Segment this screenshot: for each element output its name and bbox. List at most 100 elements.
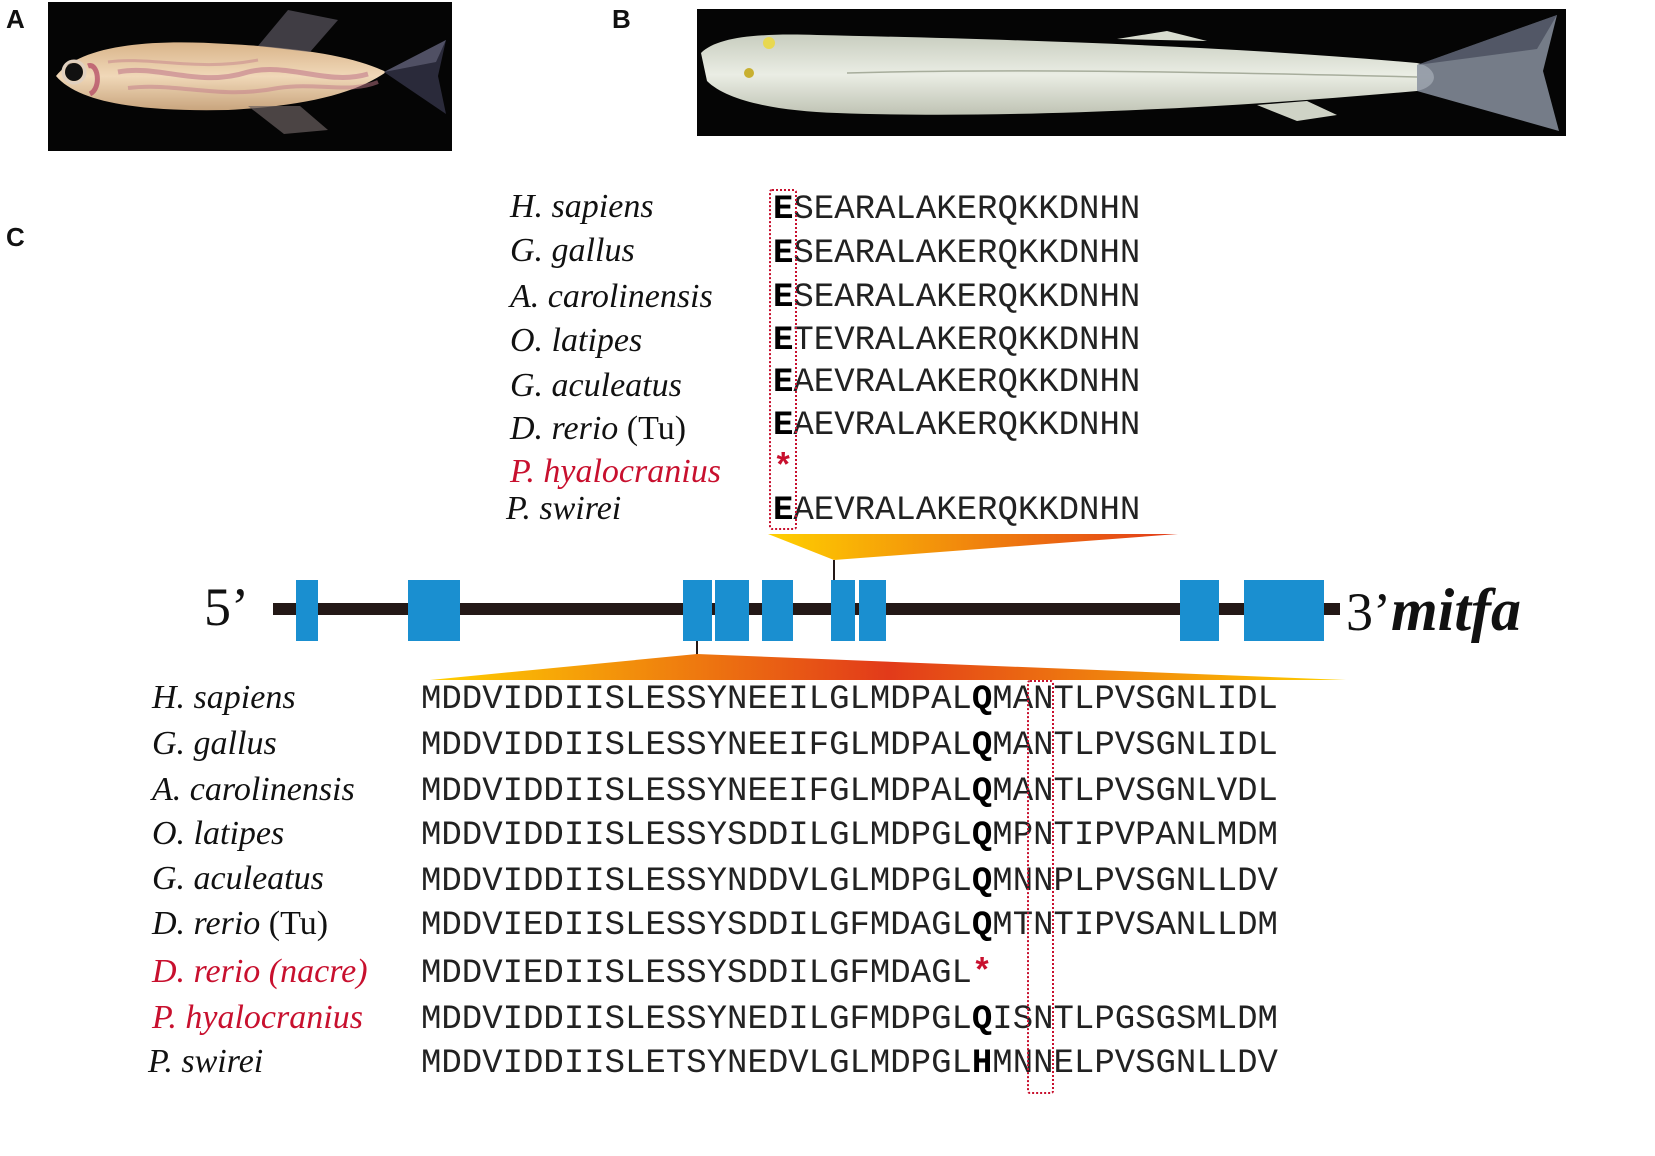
sequence-text: MPNTIPVPANLMDM: [992, 817, 1278, 855]
sequence-row: ETEVRALAKERQKKDNHN: [773, 322, 1140, 360]
highlighted-residue: E: [773, 407, 794, 445]
highlighted-residue: Q: [971, 773, 993, 811]
sequence-text: MDDVIDDIISLESSYNEDILGFMDPGL: [421, 1001, 972, 1039]
sequence-text: AEVRALAKERQKKDNHN: [793, 492, 1141, 530]
sequence-row: MDDVIDDIISLESSYSDDILGLMDPGLQMPNTIPVPANLM…: [421, 817, 1278, 855]
sequence-text: MDDVIDDIISLESSYNEEIFGLMDPAL: [421, 727, 972, 765]
exon-3: [683, 580, 712, 641]
sequence-text: MNNPLPVSGNLLDV: [992, 863, 1278, 901]
highlighted-residue: Q: [971, 863, 993, 901]
species-label: A. carolinensis: [152, 771, 355, 809]
highlighted-residue: Q: [971, 817, 993, 855]
sequence-row: MDDVIDDIISLESSYNEEIFGLMDPALQMANTLPVSGNLI…: [421, 727, 1278, 765]
species-name: P. hyalocranius: [152, 999, 363, 1036]
species-label: G. aculeatus: [152, 860, 324, 898]
exon-7: [859, 580, 886, 641]
exon-4: [715, 580, 749, 641]
exon-6: [831, 580, 855, 641]
sequence-text: MANTLPVSGNLVDL: [992, 773, 1278, 811]
species-label: O. latipes: [510, 322, 642, 360]
exon-1: [296, 580, 318, 641]
cavefish-illustration: [701, 15, 1559, 131]
exon-5: [762, 580, 793, 641]
stop-codon-marker: *: [971, 955, 993, 993]
sequence-text: MDDVIDDIISLESSYSDDILGLMDPGL: [421, 817, 972, 855]
sequence-row: ESEARALAKERQKKDNHN: [773, 235, 1140, 273]
species-name: A. carolinensis: [152, 771, 355, 808]
sequence-text: MDDVIDDIISLETSYNEDVLGLMDPGL: [421, 1045, 972, 1083]
five-prime-label: 5’: [204, 577, 249, 637]
sequence-row: EAEVRALAKERQKKDNHN: [773, 364, 1140, 402]
sequence-text: MTNTIPVSANLLDM: [992, 907, 1278, 945]
panel-label-a: A: [6, 4, 25, 34]
species-label: D. rerio (Tu): [152, 905, 328, 943]
highlighted-residue: E: [773, 364, 794, 402]
exon-9: [1244, 580, 1324, 641]
intron-line: [273, 603, 1340, 615]
sequence-text: SEARALAKERQKKDNHN: [793, 191, 1141, 229]
three-prime-label: 3’mitfa: [1346, 576, 1521, 645]
sequence-text: MDDVIDDIISLESSYNEEIFGLMDPAL: [421, 773, 972, 811]
species-name: O. latipes: [510, 322, 643, 359]
species-label: P. swirei: [506, 490, 621, 528]
species-label: H. sapiens: [510, 188, 654, 226]
sequence-text: MDDVIDDIISLESSYNDDVLGLMDPGL: [421, 863, 972, 901]
species-name: P. swirei: [148, 1043, 264, 1080]
sequence-row: MDDVIEDIISLESSYSDDILGFMDAGL*: [421, 955, 992, 993]
sequence-row: MDDVIDDIISLESSYNEDILGFMDPGLQISNTLPGSGSML…: [421, 1001, 1278, 1039]
stop-codon-marker: *: [773, 450, 794, 488]
species-label: P. hyalocranius: [152, 999, 363, 1037]
sequence-row: *: [773, 450, 793, 488]
bottom-zoom-wedge: [430, 654, 1346, 680]
gene-structure: [273, 534, 1346, 680]
species-label: A. carolinensis: [510, 278, 713, 316]
species-name: O. latipes: [152, 815, 285, 852]
sequence-row: EAEVRALAKERQKKDNHN: [773, 492, 1140, 530]
sequence-row: MDDVIDDIISLESSYNEEILGLMDPALQMANTLPVSGNLI…: [421, 681, 1278, 719]
sequence-text: MDDVIEDIISLESSYSDDILGFMDAGL: [421, 907, 972, 945]
highlighted-residue: Q: [971, 907, 993, 945]
sequence-text: ISNTLPGSGSMLDM: [992, 1001, 1278, 1039]
sequence-text: SEARALAKERQKKDNHN: [793, 279, 1141, 317]
sequence-row: ESEARALAKERQKKDNHN: [773, 279, 1140, 317]
species-label: G. aculeatus: [510, 367, 682, 405]
sequence-row: MDDVIDDIISLESSYNEEIFGLMDPALQMANTLPVSGNLV…: [421, 773, 1278, 811]
exon-2: [408, 580, 460, 641]
species-label: G. gallus: [152, 725, 277, 763]
strain-label: (Tu): [268, 905, 329, 942]
species-name: H. sapiens: [152, 679, 296, 716]
species-label: D. rerio (Tu): [510, 410, 686, 448]
highlighted-residue: E: [773, 191, 794, 229]
sequence-row: MDDVIDDIISLETSYNEDVLGLMDPGLHMNNELPVSGNLL…: [421, 1045, 1278, 1083]
highlighted-residue: Q: [971, 1001, 993, 1039]
sequence-text: MANTLPVSGNLIDL: [992, 681, 1278, 719]
sequence-text: MDDVIDDIISLESSYNEEILGLMDPAL: [421, 681, 972, 719]
highlighted-residue: Q: [971, 681, 993, 719]
sequence-text: MDDVIEDIISLESSYSDDILGFMDAGL: [421, 955, 972, 993]
top-zoom-wedge: [768, 534, 1178, 560]
sequence-text: AEVRALAKERQKKDNHN: [793, 364, 1141, 402]
highlighted-residue: E: [773, 322, 794, 360]
three-prime-text: 3’: [1346, 582, 1391, 642]
sequence-row: EAEVRALAKERQKKDNHN: [773, 407, 1140, 445]
species-name: P. swirei: [506, 490, 622, 527]
sequence-row: ESEARALAKERQKKDNHN: [773, 191, 1140, 229]
sequence-row: MDDVIEDIISLESSYSDDILGFMDAGLQMTNTIPVSANLL…: [421, 907, 1278, 945]
cavefish-photo: [697, 9, 1566, 136]
highlighted-residue: E: [773, 235, 794, 273]
highlighted-residue: E: [773, 492, 794, 530]
highlighted-residue: E: [773, 279, 794, 317]
panel-label-c: C: [6, 222, 25, 252]
species-label: D. rerio (nacre): [152, 953, 368, 991]
exon-8: [1180, 580, 1219, 641]
sequence-row: MDDVIDDIISLESSYNDDVLGLMDPGLQMNNPLPVSGNLL…: [421, 863, 1278, 901]
sequence-text: SEARALAKERQKKDNHN: [793, 235, 1141, 273]
highlighted-residue: Q: [971, 727, 993, 765]
zebrafish-illustration: [56, 10, 446, 134]
species-label: H. sapiens: [152, 679, 296, 717]
sequence-text: TEVRALAKERQKKDNHN: [793, 322, 1141, 360]
species-name: G. gallus: [152, 725, 277, 762]
species-name: G. gallus: [510, 232, 635, 269]
species-label: G. gallus: [510, 232, 635, 270]
sequence-text: AEVRALAKERQKKDNHN: [793, 407, 1141, 445]
